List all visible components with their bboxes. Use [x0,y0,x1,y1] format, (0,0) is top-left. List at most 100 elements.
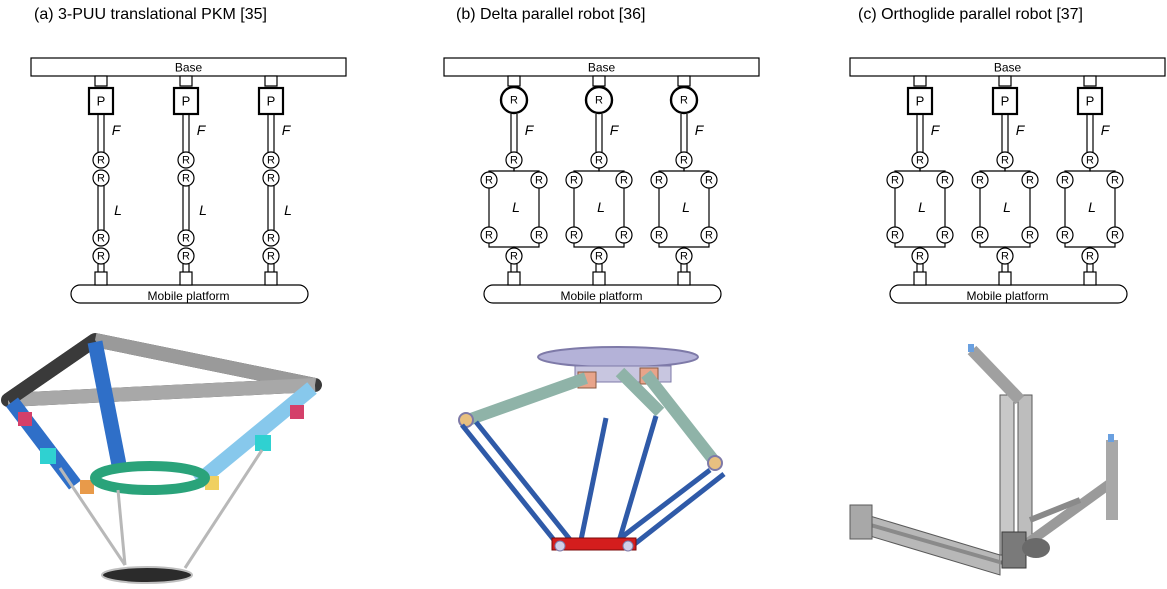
render-orthoglide-robot [849,344,1118,576]
base-mount [998,75,1012,87]
revolute-joint [92,169,110,187]
prismatic-joint-label: P [1086,94,1095,109]
revolute-joint-label: R [1061,175,1069,187]
prismatic-joint [906,86,934,116]
middle-link-label: L [1003,199,1011,215]
revolute-joint [911,247,929,265]
revolute-joint [262,229,280,247]
revolute-joint-label: R [97,155,105,167]
prismatic-joint [257,86,285,116]
revolute-joint-label: R [595,155,603,167]
loop-bar [658,168,685,172]
render-delta-robot [458,346,726,552]
revolute-joint-label: R [267,173,275,185]
revolute-joint [499,85,529,115]
revolute-joint-label: R [97,173,105,185]
middle-link-label: L [284,202,292,218]
revolute-joint [1081,247,1099,265]
revolute-joint-label: R [891,175,899,187]
revolute-joint-label: R [267,251,275,263]
revolute-joint [505,247,523,265]
loop-bar [979,243,1006,248]
loop-bar [488,243,515,248]
revolute-joint [177,229,195,247]
base-mount [592,75,606,87]
revolute-joint-label: R [97,233,105,245]
prismatic-joint [1076,86,1104,116]
base-mount [179,75,193,87]
upper-link-label: F [695,122,705,138]
base-label: Base [588,61,616,75]
loop-bar [573,243,600,248]
revolute-joint-label: R [680,251,688,263]
loop-bar [573,168,600,172]
revolute-joint-label: R [510,155,518,167]
upper-link-label: F [1101,122,1111,138]
loop-bar [1004,168,1031,172]
revolute-joint-label: R [976,230,984,242]
revolute-joint-label: R [535,175,543,187]
prismatic-joint-label: P [916,94,925,109]
revolute-joint-label: R [510,95,518,107]
prismatic-joint [172,86,200,116]
middle-link-label: L [199,202,207,218]
loop-bar [979,168,1006,172]
revolute-joint [996,247,1014,265]
base-mount [913,75,927,87]
platform-mount [677,271,691,286]
revolute-joint [92,229,110,247]
revolute-joint [262,247,280,265]
platform-mount [264,271,278,286]
revolute-joint [92,151,110,169]
middle-link-label: L [1088,199,1096,215]
mobile-platform-label: Mobile platform [147,289,229,303]
revolute-joint-label: R [680,155,688,167]
upper-link-label: F [610,122,620,138]
loop-bar [1064,168,1091,172]
platform-mount [179,271,193,286]
prismatic-joint-label: P [182,94,191,109]
prismatic-joint [991,86,1019,116]
revolute-joint-label: R [182,155,190,167]
revolute-joint-label: R [595,251,603,263]
revolute-joint-label: R [1026,175,1034,187]
revolute-joint-label: R [1111,175,1119,187]
base-mount [264,75,278,87]
revolute-joint [590,247,608,265]
revolute-joint [669,85,699,115]
loop-bar [919,243,946,248]
revolute-joint-label: R [891,230,899,242]
mobile-platform-label: Mobile platform [560,289,642,303]
revolute-joint [177,247,195,265]
revolute-joint-label: R [570,230,578,242]
revolute-joint [584,85,614,115]
base-mount [677,75,691,87]
upper-link-label: F [197,122,207,138]
upper-link-label: F [525,122,535,138]
platform-mount [94,271,108,286]
revolute-joint-label: R [705,175,713,187]
loop-bar [488,168,515,172]
revolute-joint-label: R [655,230,663,242]
loop-bar [683,243,710,248]
revolute-joint-label: R [182,251,190,263]
loop-bar [1089,168,1116,172]
mobile-platform-label: Mobile platform [966,289,1048,303]
revolute-joint [92,247,110,265]
upper-link-label: F [931,122,941,138]
prismatic-joint-label: P [267,94,276,109]
revolute-joint-label: R [182,233,190,245]
loop-bar [683,168,710,172]
revolute-joint-label: R [1086,251,1094,263]
revolute-joint-label: R [1061,230,1069,242]
